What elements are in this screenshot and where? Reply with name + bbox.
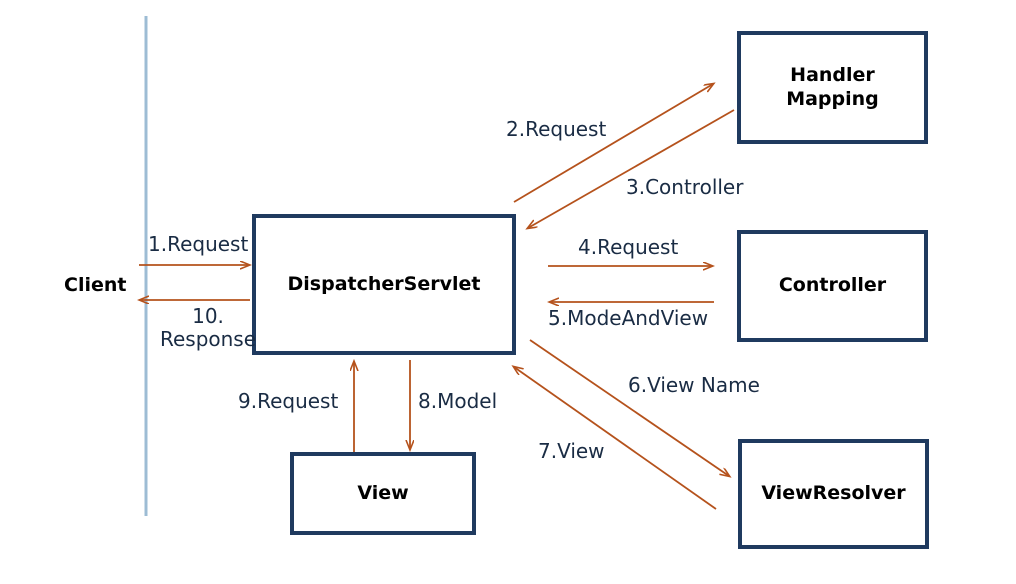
- edge-label-2-request: 2.Request: [506, 117, 607, 141]
- edge-label-5-modeandview: 5.ModeAndView: [548, 306, 709, 330]
- arrow-7-view: [514, 367, 717, 510]
- node-dispatcher-servlet[interactable]: DispatcherServlet: [252, 214, 516, 355]
- arrow-3-controller: [528, 109, 735, 228]
- node-handler-mapping[interactable]: Handler Mapping: [737, 31, 928, 144]
- node-view[interactable]: View: [290, 452, 476, 535]
- edge-label-9-request: 9.Request: [238, 389, 339, 413]
- edge-label-3-controller: 3.Controller: [626, 175, 744, 199]
- actor-client-label: Client: [64, 274, 127, 296]
- edge-label-4-request: 4.Request: [578, 235, 679, 259]
- edge-label-1-request: 1.Request: [148, 232, 249, 256]
- edge-label-8-model: 8.Model: [418, 389, 498, 413]
- arrow-2-request: [513, 84, 713, 203]
- edge-label-10-response: 10. Response: [159, 304, 257, 351]
- node-controller[interactable]: Controller: [737, 230, 928, 342]
- node-view-resolver[interactable]: ViewResolver: [738, 439, 929, 549]
- edge-label-7-view: 7.View: [538, 439, 605, 463]
- edge-label-6-view-name: 6.View Name: [628, 373, 760, 397]
- arrow-6-view-name: [529, 339, 729, 476]
